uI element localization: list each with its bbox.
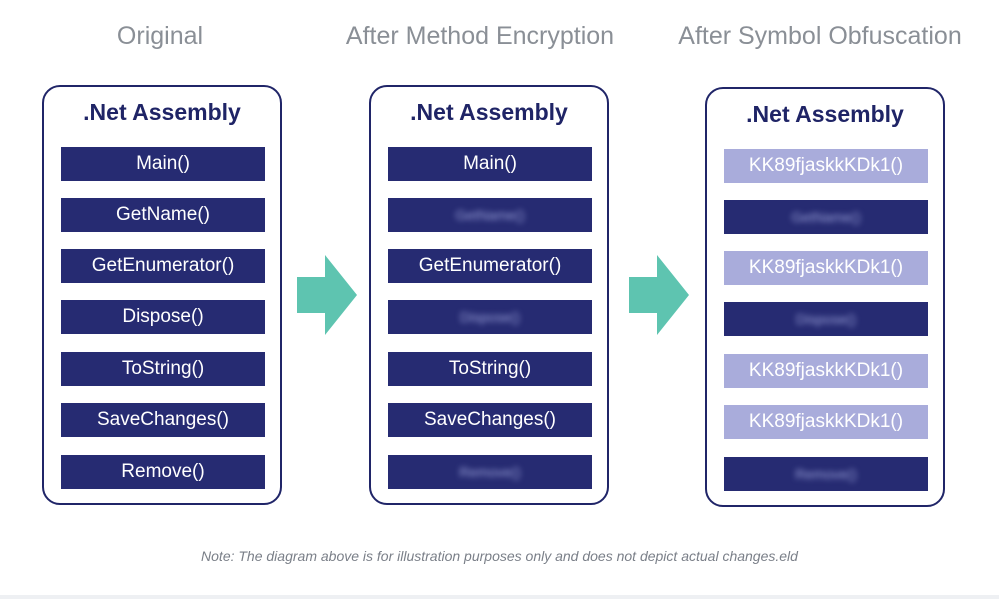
method-row-plain: ToString() xyxy=(388,352,592,386)
column-title-original: Original xyxy=(116,22,204,50)
method-label: ToString() xyxy=(448,358,532,379)
method-label: KK89fjaskkKDk1() xyxy=(748,360,904,381)
method-row-encrypted: GetName() xyxy=(388,198,592,232)
method-row-obfuscated: KK89fjaskkKDk1() xyxy=(724,405,928,439)
method-label: Dispose() xyxy=(122,306,204,327)
method-row-encrypted: Dispose() xyxy=(388,300,592,334)
method-row-plain: GetEnumerator() xyxy=(388,249,592,283)
panel-title: .Net Assembly xyxy=(746,101,904,127)
method-label: GetName() xyxy=(116,204,210,225)
method-label: GetName() xyxy=(455,207,525,223)
method-label: KK89fjaskkKDk1() xyxy=(748,155,904,176)
panel-title: .Net Assembly xyxy=(410,99,568,125)
method-row-encrypted: GetName() xyxy=(724,200,928,234)
method-label: Remove() xyxy=(121,461,205,482)
arrow-shape xyxy=(297,255,357,335)
method-row-encrypted: Remove() xyxy=(724,457,928,491)
method-row-plain: SaveChanges() xyxy=(61,403,265,437)
assembly-panel-obfuscated: .Net Assembly KK89fjaskkKDk1() GetName() K… xyxy=(705,87,945,507)
method-label: GetName() xyxy=(791,209,861,225)
arrow-shape xyxy=(629,255,689,335)
method-label: KK89fjaskkKDk1() xyxy=(748,411,904,432)
method-label: KK89fjaskkKDk1() xyxy=(748,257,904,278)
method-row-obfuscated: KK89fjaskkKDk1() xyxy=(724,354,928,388)
column-title-method-encryption: After Method Encryption xyxy=(345,22,615,50)
method-label: Main() xyxy=(463,153,517,174)
method-row-plain: Remove() xyxy=(61,455,265,489)
method-label: Main() xyxy=(136,153,190,174)
assembly-panel-encrypted: .Net Assembly Main() GetName() GetEnumerat… xyxy=(369,85,609,505)
method-label: SaveChanges() xyxy=(423,409,557,430)
method-row-plain: SaveChanges() xyxy=(388,403,592,437)
method-row-plain: Main() xyxy=(388,147,592,181)
assembly-panel-original: .Net Assembly Main() GetName() GetEnumerat… xyxy=(42,85,282,505)
bottom-divider xyxy=(0,595,999,599)
method-row-plain: Main() xyxy=(61,147,265,181)
method-row-plain: Dispose() xyxy=(61,300,265,334)
method-row-plain: GetEnumerator() xyxy=(61,249,265,283)
method-label: Remove() xyxy=(459,464,521,480)
method-label: GetEnumerator() xyxy=(91,255,235,276)
right-arrow-icon xyxy=(629,255,689,335)
column-title-symbol-obfuscation: After Symbol Obfuscation xyxy=(678,22,962,50)
method-label: GetEnumerator() xyxy=(418,255,562,276)
right-arrow-icon xyxy=(297,255,357,335)
method-label: Dispose() xyxy=(796,311,856,327)
method-row-obfuscated: KK89fjaskkKDk1() xyxy=(724,251,928,285)
method-label: Dispose() xyxy=(460,309,520,325)
method-label: SaveChanges() xyxy=(96,409,230,430)
panel-title: .Net Assembly xyxy=(83,99,241,125)
method-row-plain: GetName() xyxy=(61,198,265,232)
method-label: Remove() xyxy=(795,466,857,482)
method-row-encrypted: Remove() xyxy=(388,455,592,489)
method-label: ToString() xyxy=(121,358,205,379)
method-row-obfuscated: KK89fjaskkKDk1() xyxy=(724,149,928,183)
method-row-plain: ToString() xyxy=(61,352,265,386)
method-row-encrypted: Dispose() xyxy=(724,302,928,336)
footnote: Note: The diagram above is for illustrat… xyxy=(201,548,798,564)
